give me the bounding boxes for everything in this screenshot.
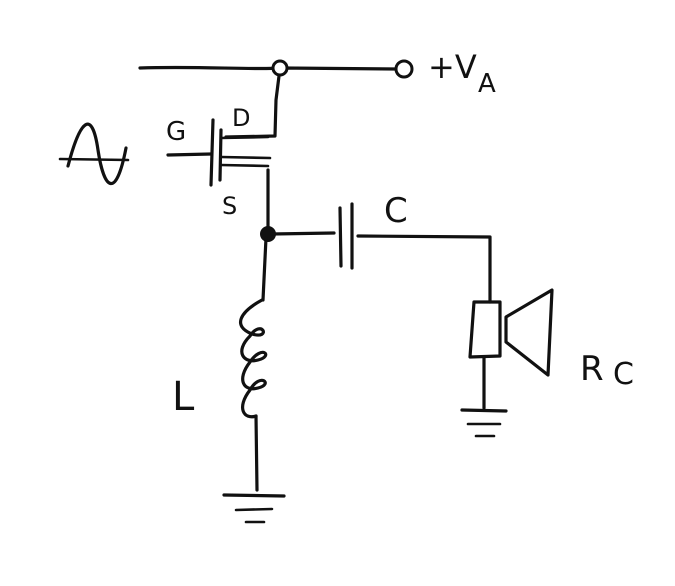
load-label: R: [580, 349, 604, 389]
capacitor-label: C: [384, 191, 408, 231]
speaker-icon: [468, 288, 554, 377]
supply-label: +V: [428, 48, 477, 86]
fet-icon: [166, 118, 272, 187]
input-axis: [58, 157, 130, 162]
cap-right-wire: [356, 234, 492, 304]
ground-icon: [460, 408, 508, 438]
supply-rail-wire: [138, 65, 398, 71]
gate-label: G: [166, 117, 186, 147]
drain-label: D: [232, 104, 250, 132]
supply-subscript: A: [478, 69, 496, 99]
supply-junction: [271, 59, 289, 77]
cap-left-wire: [270, 231, 336, 236]
load-subscript: C: [613, 357, 634, 392]
source-junction: [260, 226, 276, 242]
sine-wave-icon: [66, 122, 128, 186]
ground-icon: [222, 493, 286, 524]
source-label: S: [222, 192, 237, 220]
supply-terminal: [394, 59, 414, 79]
inductor-top-wire: [261, 236, 268, 302]
inductor-bottom-wire: [254, 414, 259, 492]
capacitor-icon: [338, 202, 354, 270]
inductor-coil-icon: [238, 298, 268, 419]
inductor-label: L: [172, 374, 195, 420]
